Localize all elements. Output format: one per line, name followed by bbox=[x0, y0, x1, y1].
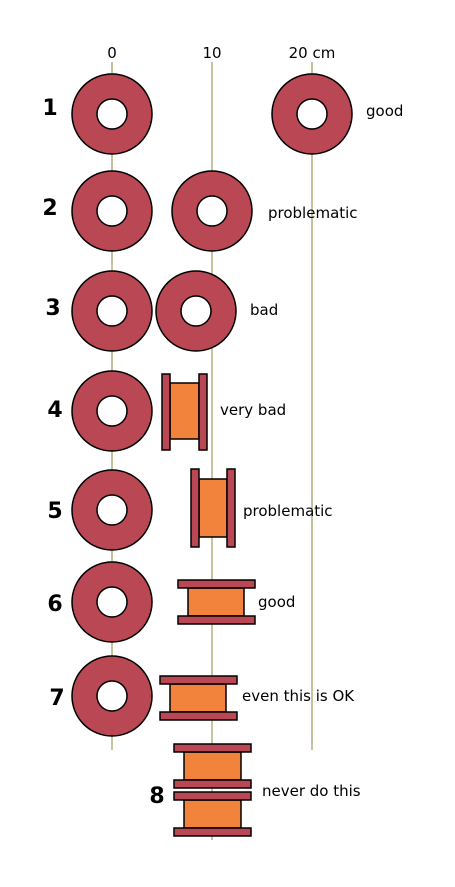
row-number: 3 bbox=[45, 296, 60, 321]
coil-side-view bbox=[159, 675, 238, 721]
coil-side-view bbox=[190, 468, 236, 548]
row-number: 4 bbox=[47, 398, 62, 423]
axis-tick-0: 0 bbox=[107, 44, 117, 62]
coil-ring-right bbox=[171, 170, 253, 252]
row-number: 7 bbox=[49, 686, 64, 711]
row-number: 1 bbox=[42, 96, 57, 121]
coil-ring-left bbox=[71, 561, 153, 643]
coil-side-view bbox=[161, 373, 208, 451]
coil-ring-right bbox=[271, 73, 353, 155]
row-label: very bad bbox=[220, 401, 286, 419]
stacked-coils-side-view bbox=[173, 743, 252, 837]
coil-side-view bbox=[177, 579, 256, 625]
row-label: problematic bbox=[243, 502, 333, 520]
row-6: 6 good bbox=[47, 561, 295, 643]
row-4: 4 very bad bbox=[47, 370, 286, 452]
row-number: 6 bbox=[47, 592, 62, 617]
row-number: 5 bbox=[47, 499, 62, 524]
row-1: 1 good bbox=[42, 73, 403, 155]
row-number: 2 bbox=[42, 196, 57, 221]
row-label: bad bbox=[250, 301, 278, 319]
axis-ticks: 0 10 20 cm bbox=[107, 44, 335, 62]
coil-ring-left bbox=[71, 469, 153, 551]
row-number: 8 bbox=[149, 784, 164, 809]
axis-tick-20: 20 cm bbox=[289, 44, 336, 62]
row-7: 7 even this is OK bbox=[49, 655, 355, 737]
row-label: problematic bbox=[268, 204, 358, 222]
axis-tick-10: 10 bbox=[202, 44, 221, 62]
row-8: 8 never do this bbox=[149, 743, 361, 837]
row-2: 2 problematic bbox=[42, 170, 358, 252]
coil-ring-left bbox=[71, 370, 153, 452]
coil-ring-left bbox=[71, 170, 153, 252]
coil-ring-left bbox=[71, 655, 153, 737]
row-label: good bbox=[366, 102, 403, 120]
row-label: even this is OK bbox=[242, 687, 355, 705]
coil-ring-right bbox=[155, 270, 237, 352]
row-label: good bbox=[258, 593, 295, 611]
row-label: never do this bbox=[262, 782, 361, 800]
row-5: 5 problematic bbox=[47, 468, 333, 551]
coil-ring-left bbox=[71, 270, 153, 352]
coil-ring-left bbox=[71, 73, 153, 155]
row-3: 3 bad bbox=[45, 270, 278, 352]
